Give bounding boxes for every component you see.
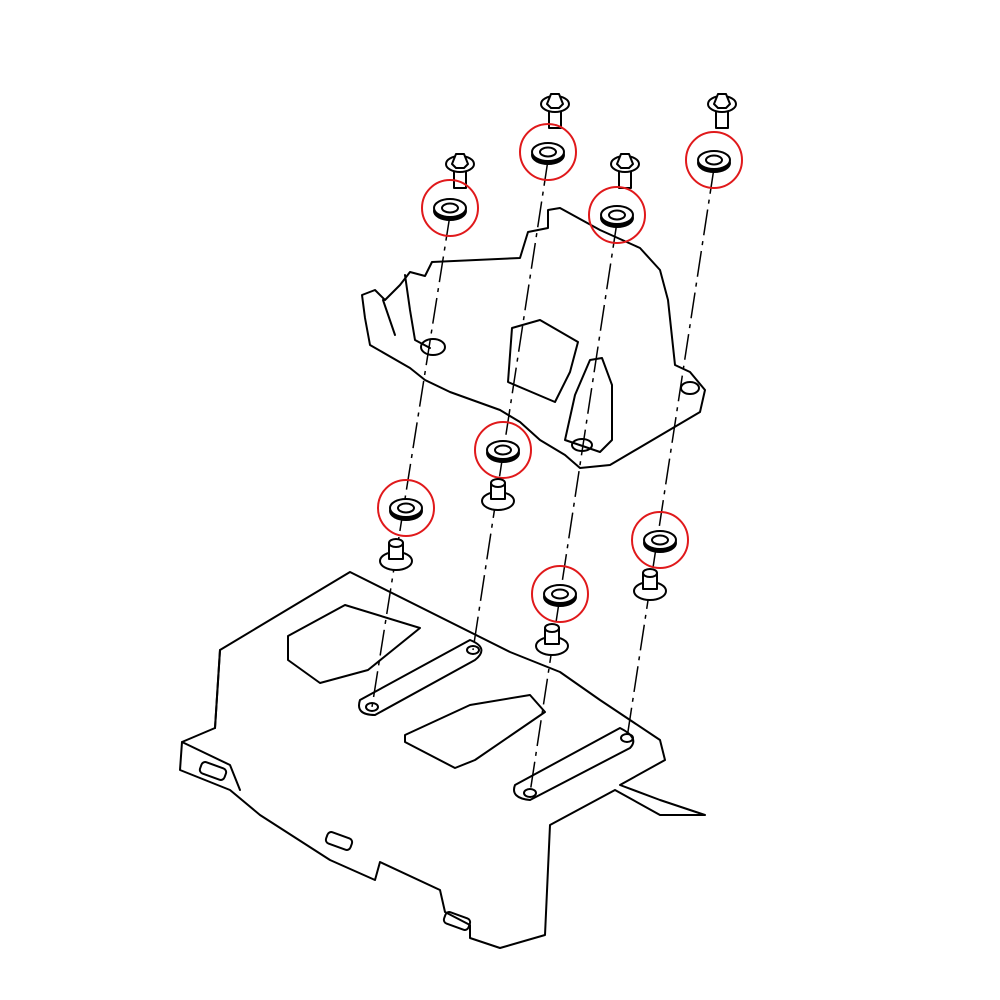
highlight-circle — [588, 186, 646, 244]
bolt — [707, 93, 737, 129]
highlighted-washer — [685, 131, 743, 189]
highlight-circle — [519, 123, 577, 181]
grommet — [379, 538, 413, 571]
highlight-circle — [377, 479, 435, 537]
highlight-circle — [685, 131, 743, 189]
bolt — [610, 153, 640, 189]
grommet — [633, 568, 667, 601]
grommet — [481, 478, 515, 511]
alignment-lines — [371, 159, 715, 794]
highlight-circle — [631, 511, 689, 569]
highlighted-washer — [519, 123, 577, 181]
grommet — [535, 623, 569, 656]
highlight-circle — [474, 421, 532, 479]
skid-plate — [179, 571, 706, 949]
highlight-circle — [531, 565, 589, 623]
highlighted-washer — [588, 186, 646, 244]
highlighted-washer — [631, 511, 689, 569]
highlighted-washer — [377, 479, 435, 537]
highlighted-washer — [531, 565, 589, 623]
highlighted-washer — [421, 179, 479, 237]
mounting-bracket — [361, 207, 706, 469]
bolt — [540, 93, 570, 129]
highlight-circle — [421, 179, 479, 237]
highlighted-washer — [474, 421, 532, 479]
